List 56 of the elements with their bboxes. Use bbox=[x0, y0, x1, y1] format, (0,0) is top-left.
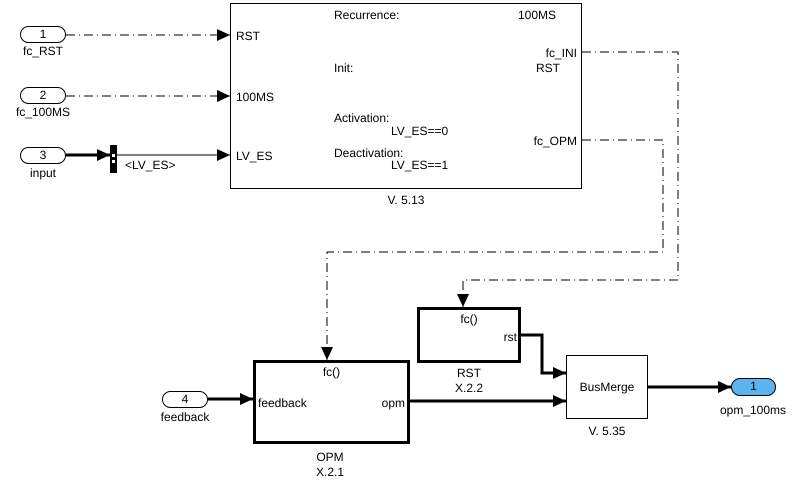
block-caption: V. 5.13 bbox=[388, 193, 424, 207]
arrow bbox=[116, 149, 230, 161]
arrow bbox=[66, 29, 230, 41]
block-text: 4 bbox=[180, 392, 190, 406]
block-caption: RST bbox=[457, 366, 481, 380]
arrow bbox=[457, 52, 678, 308]
inport-block bbox=[20, 147, 66, 164]
block-text: 1 bbox=[38, 27, 48, 41]
block-text: Deactivation: bbox=[334, 146, 404, 160]
block-caption: X.2.2 bbox=[454, 381, 484, 395]
block-text: fc() bbox=[459, 312, 479, 326]
arrow bbox=[208, 393, 253, 405]
block-text: BusMerge bbox=[578, 380, 636, 394]
block-text: RST bbox=[236, 29, 260, 43]
bus-selector-bar bbox=[110, 145, 117, 173]
block-text: LV_ES bbox=[236, 149, 272, 163]
arrow bbox=[648, 381, 731, 393]
edge-label: <LV_ES> bbox=[125, 158, 176, 172]
block-caption: opm_100ms bbox=[720, 403, 786, 417]
subsystem-block bbox=[253, 360, 410, 444]
block-caption: feedback bbox=[160, 410, 210, 424]
block-text: fc_OPM bbox=[534, 134, 577, 148]
block-text: Activation: bbox=[334, 111, 390, 125]
arrow bbox=[410, 395, 566, 407]
block-caption: OPM bbox=[316, 450, 344, 464]
block-text: 1 bbox=[749, 379, 758, 393]
arrow bbox=[66, 90, 230, 102]
arrow bbox=[321, 140, 664, 360]
inport-block bbox=[20, 26, 66, 43]
block-text: LV_ES==1 bbox=[391, 158, 448, 172]
inport-block bbox=[162, 391, 208, 408]
block-text: 2 bbox=[38, 88, 48, 102]
block-caption: X.2.1 bbox=[316, 465, 344, 479]
block-text: feedback bbox=[258, 396, 307, 410]
arrow bbox=[66, 149, 110, 161]
block-text: 100MS bbox=[518, 8, 556, 22]
block-text: rst bbox=[504, 330, 517, 344]
subsystem-block bbox=[417, 307, 521, 363]
block-caption: V. 5.35 bbox=[588, 424, 626, 438]
bus-merge-block bbox=[566, 355, 648, 419]
inport-block bbox=[20, 87, 66, 104]
block-text: opm bbox=[382, 396, 405, 410]
chart-block bbox=[230, 3, 582, 189]
block-text: fc_INI bbox=[546, 46, 577, 60]
block-text: RST bbox=[536, 61, 560, 75]
block-caption: input bbox=[30, 166, 56, 180]
outport-block bbox=[731, 378, 776, 396]
block-caption: fc_RST bbox=[23, 44, 63, 58]
block-text: fc() bbox=[322, 365, 342, 379]
arrow bbox=[521, 334, 566, 379]
block-caption: fc_100MS bbox=[16, 105, 70, 119]
block-text: 100MS bbox=[236, 90, 274, 104]
block-text: 3 bbox=[38, 148, 48, 162]
block-text: Recurrence: bbox=[334, 8, 400, 22]
block-text: Init: bbox=[334, 61, 354, 75]
block-text: LV_ES==0 bbox=[391, 124, 448, 138]
